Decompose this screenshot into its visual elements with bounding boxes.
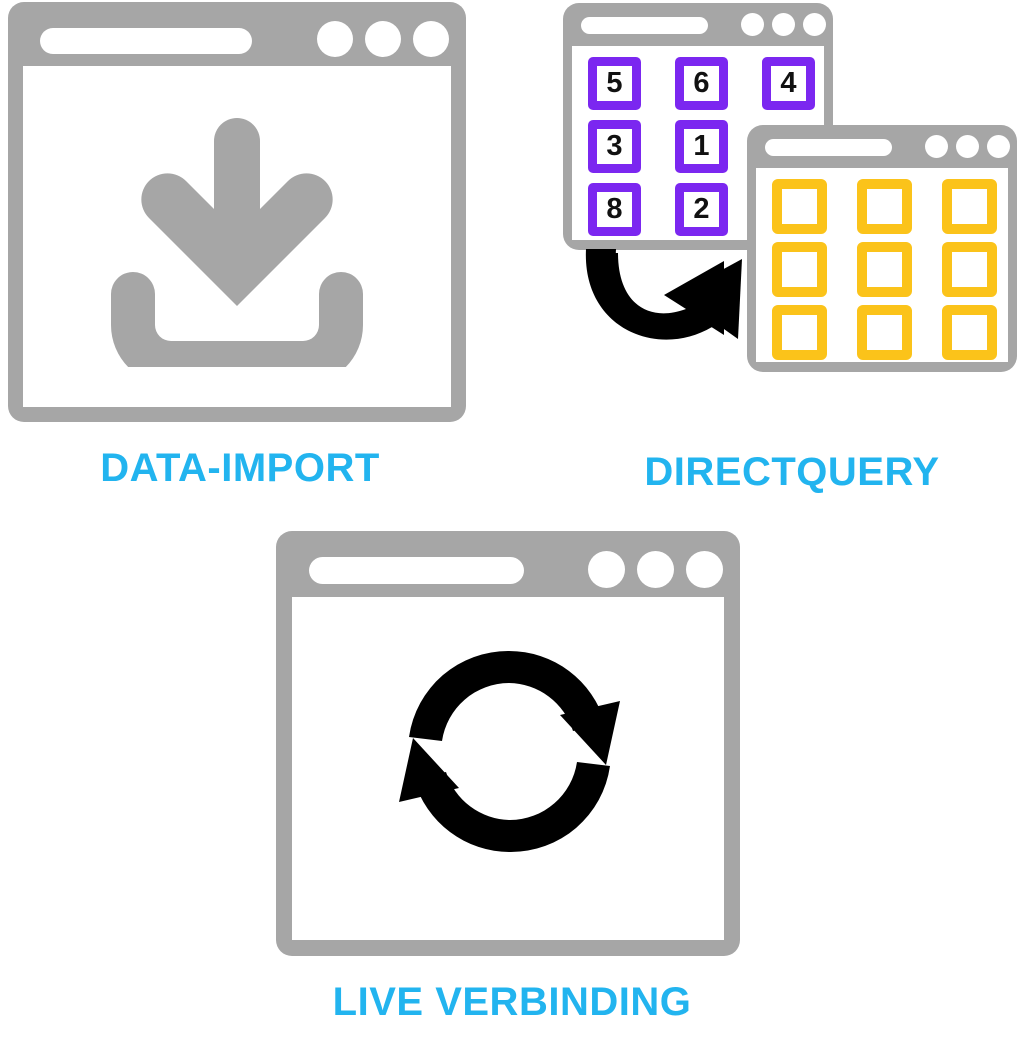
source-cell-r2c1[interactable]: 2 xyxy=(675,183,728,236)
target-cell-r2c2[interactable] xyxy=(942,305,997,360)
cell-value: 1 xyxy=(693,130,710,162)
caption-data-import: DATA-IMPORT xyxy=(100,446,380,490)
directquery-target-window[interactable] xyxy=(747,125,1017,372)
cell-value: 2 xyxy=(693,193,710,225)
cell-value: 8 xyxy=(606,193,623,225)
live-connection-window[interactable] xyxy=(276,531,740,956)
window-titlebar-pill xyxy=(40,28,252,54)
live-connection-window-body xyxy=(292,597,724,940)
source-cell-r2c0[interactable]: 8 xyxy=(588,183,641,236)
window-dot-1[interactable] xyxy=(925,135,948,158)
data-import-window-body xyxy=(23,66,451,407)
target-cell-r1c0[interactable] xyxy=(772,242,827,297)
download-icon xyxy=(107,112,367,367)
window-dot-1[interactable] xyxy=(741,13,764,36)
source-cell-r0c2[interactable]: 4 xyxy=(762,57,815,110)
source-cell-r1c0[interactable]: 3 xyxy=(588,120,641,173)
target-cell-r2c0[interactable] xyxy=(772,305,827,360)
caption-live-verbinding: LIVE VERBINDING xyxy=(332,980,692,1024)
window-dot-3[interactable] xyxy=(803,13,826,36)
curved-arrow-icon xyxy=(572,243,772,358)
target-cell-r1c1[interactable] xyxy=(857,242,912,297)
target-cell-r1c2[interactable] xyxy=(942,242,997,297)
window-titlebar-pill xyxy=(309,557,524,584)
source-cell-r1c1[interactable]: 1 xyxy=(675,120,728,173)
cell-value: 4 xyxy=(780,67,797,99)
cell-value: 3 xyxy=(606,130,623,162)
refresh-cycle-icon xyxy=(392,639,627,864)
target-cell-r0c0[interactable] xyxy=(772,179,827,234)
window-dot-3[interactable] xyxy=(987,135,1010,158)
cell-value: 6 xyxy=(693,67,710,99)
target-cell-r0c1[interactable] xyxy=(857,179,912,234)
target-cell-r0c2[interactable] xyxy=(942,179,997,234)
window-dot-2[interactable] xyxy=(772,13,795,36)
window-dot-1[interactable] xyxy=(588,551,625,588)
window-dot-2[interactable] xyxy=(956,135,979,158)
cell-value: 5 xyxy=(606,67,623,99)
data-import-window[interactable] xyxy=(8,2,466,422)
window-dot-1[interactable] xyxy=(317,21,353,57)
window-dot-2[interactable] xyxy=(637,551,674,588)
source-cell-r0c0[interactable]: 5 xyxy=(588,57,641,110)
caption-directquery: DIRECTQUERY xyxy=(644,450,940,494)
window-dot-2[interactable] xyxy=(365,21,401,57)
directquery-target-body xyxy=(756,168,1008,362)
target-cell-r2c1[interactable] xyxy=(857,305,912,360)
window-dot-3[interactable] xyxy=(686,551,723,588)
window-titlebar-pill xyxy=(581,17,708,34)
source-cell-r0c1[interactable]: 6 xyxy=(675,57,728,110)
window-dot-3[interactable] xyxy=(413,21,449,57)
window-titlebar-pill xyxy=(765,139,892,156)
